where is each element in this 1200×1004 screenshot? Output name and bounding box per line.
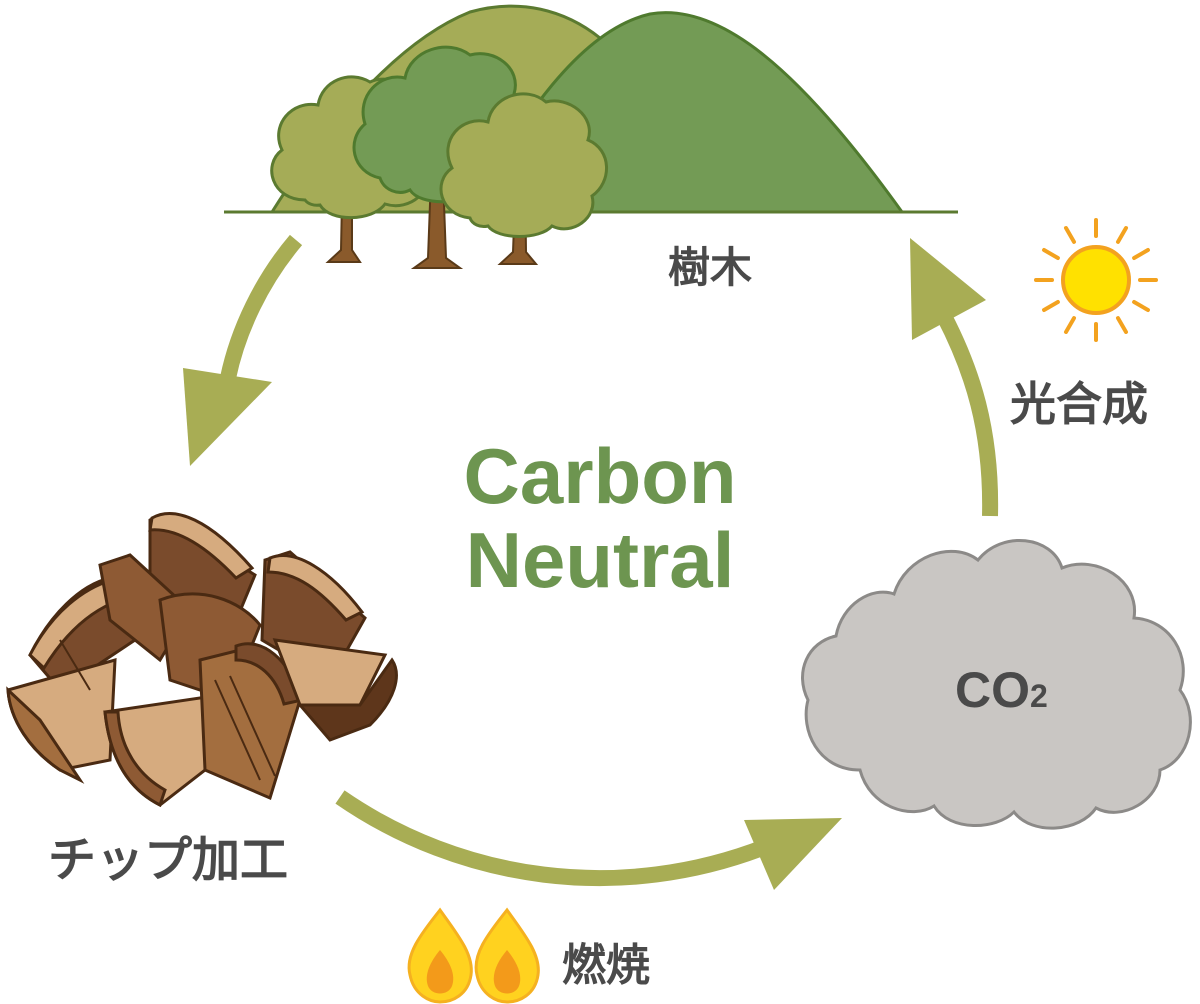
sun-ray xyxy=(1042,248,1060,260)
co2-label: CO2 xyxy=(955,662,1048,718)
center-title-line1: Carbon xyxy=(464,432,737,520)
sun-ray xyxy=(1116,316,1128,334)
tree-right xyxy=(439,92,608,265)
combustion-label: 燃焼 xyxy=(562,941,650,990)
photosynthesis-label: 光合成 xyxy=(1010,378,1148,430)
sun-ray xyxy=(1132,248,1150,260)
arrow-chips-to-co2 xyxy=(335,790,842,890)
sun-ray xyxy=(1132,300,1150,312)
trees-label: 樹木 xyxy=(668,244,752,291)
arrow-co2-to-trees xyxy=(910,238,999,517)
wood-chips-illustration xyxy=(6,512,398,808)
flame-icon-left xyxy=(407,907,473,1004)
sun-ray xyxy=(1064,226,1076,244)
co2-cloud xyxy=(801,539,1192,830)
sun-icon xyxy=(1034,218,1158,342)
sun-ray xyxy=(1042,300,1060,312)
arrow-trees-to-chips xyxy=(183,234,303,466)
forest-illustration xyxy=(224,4,958,269)
center-title-line2: Neutral xyxy=(466,516,735,604)
sun-ray xyxy=(1116,226,1128,244)
sun-ray xyxy=(1064,316,1076,334)
chips-label: チップ加工 xyxy=(48,834,288,887)
tree-center xyxy=(352,45,535,269)
flame-icon-right xyxy=(474,907,540,1004)
